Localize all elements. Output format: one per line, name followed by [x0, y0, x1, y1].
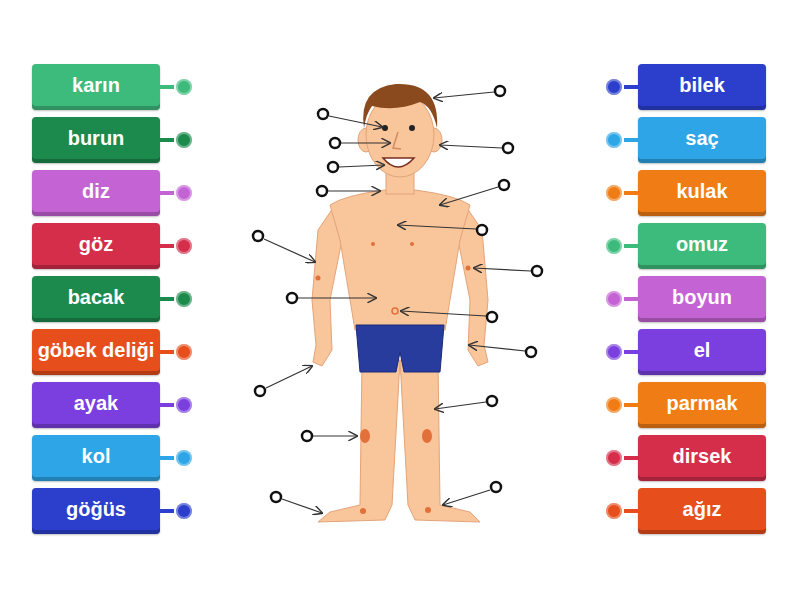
label-text: bacak — [68, 286, 125, 312]
label-box: diz — [32, 170, 160, 216]
connector-dot — [160, 344, 184, 360]
label-text: ağız — [683, 498, 722, 524]
connector-dot — [614, 238, 638, 254]
label-text: parmak — [666, 392, 737, 418]
label-box: bilek — [638, 64, 766, 110]
connector-dot — [614, 397, 638, 413]
label-box: ayak — [32, 382, 160, 428]
label-text: boyun — [672, 286, 732, 312]
label-box: ağız — [638, 488, 766, 534]
label-box: omuz — [638, 223, 766, 269]
connector-dot — [160, 238, 184, 254]
label-text: saç — [685, 127, 718, 153]
label-box: kulak — [638, 170, 766, 216]
label-box: saç — [638, 117, 766, 163]
label-box: el — [638, 329, 766, 375]
label-box: göbek deliği — [32, 329, 160, 375]
connector-dot — [160, 450, 184, 466]
label-text: dirsek — [673, 445, 732, 471]
label-text: el — [694, 339, 711, 365]
label-box: burun — [32, 117, 160, 163]
connector-dot — [160, 132, 184, 148]
connector-dot — [614, 503, 638, 519]
connector-dot — [160, 503, 184, 519]
connector-dot — [160, 79, 184, 95]
label-box: göğüs — [32, 488, 160, 534]
connector-dot — [614, 79, 638, 95]
connector-dot — [614, 185, 638, 201]
label-box: parmak — [638, 382, 766, 428]
connector-dot — [160, 397, 184, 413]
label-text: göğüs — [66, 498, 126, 524]
connector-dot — [614, 450, 638, 466]
label-text: göbek deliği — [38, 339, 155, 365]
label-box: karın — [32, 64, 160, 110]
label-text: göz — [79, 233, 113, 259]
connector-dot — [160, 185, 184, 201]
label-box: kol — [32, 435, 160, 481]
connector-dot — [614, 344, 638, 360]
label-text: omuz — [676, 233, 728, 259]
label-text: diz — [82, 180, 110, 206]
label-text: kulak — [676, 180, 727, 206]
label-text: bilek — [679, 74, 725, 100]
label-box: göz — [32, 223, 160, 269]
label-text: ayak — [74, 392, 119, 418]
label-box: bacak — [32, 276, 160, 322]
connector-dot — [614, 132, 638, 148]
connector-dot — [614, 291, 638, 307]
label-box: boyun — [638, 276, 766, 322]
label-text: kol — [82, 445, 111, 471]
label-text: burun — [68, 127, 125, 153]
label-box: dirsek — [638, 435, 766, 481]
label-text: karın — [72, 74, 120, 100]
connector-dot — [160, 291, 184, 307]
